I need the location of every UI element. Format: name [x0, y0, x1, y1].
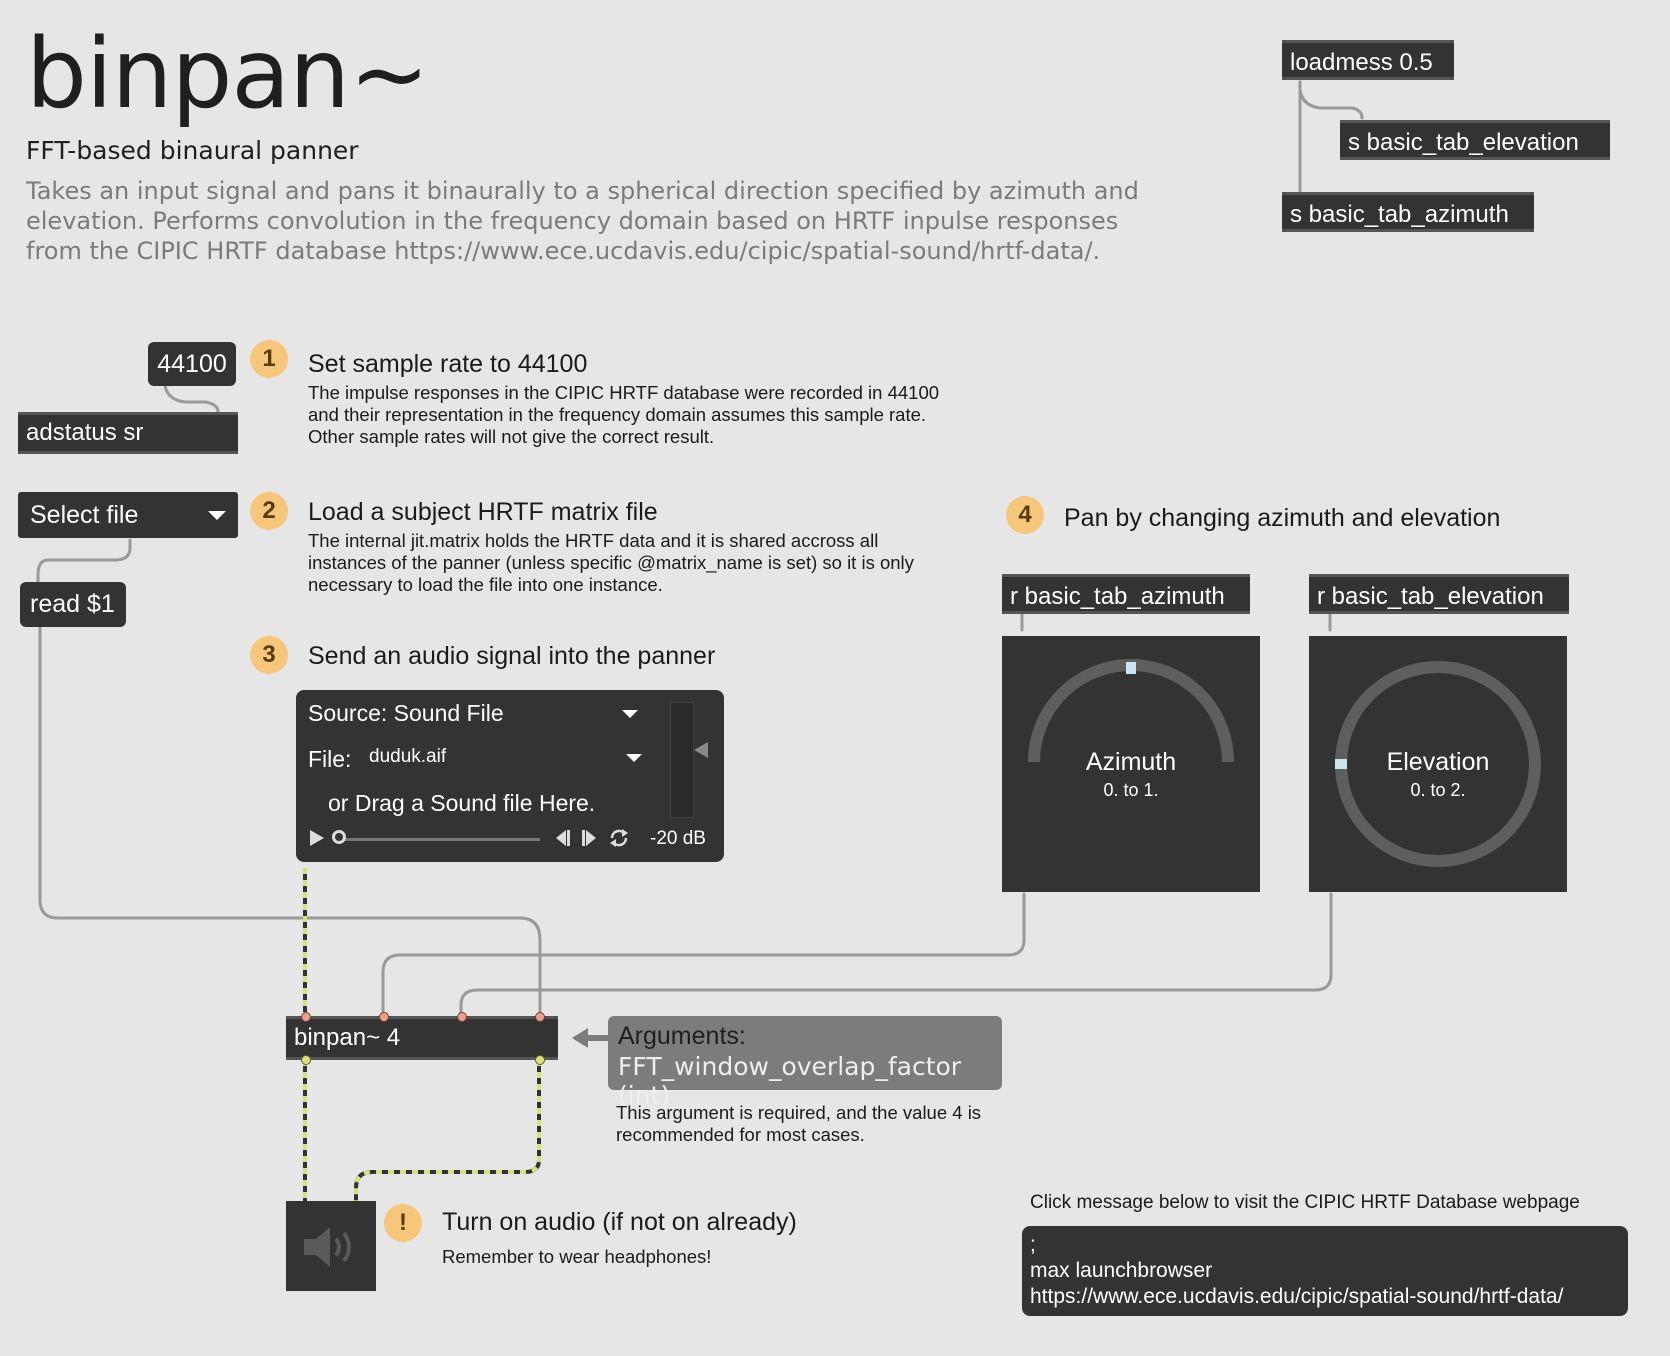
arguments-value: FFT_window_overlap_factor (int) [618, 1052, 962, 1110]
send-elevation-label: s basic_tab_elevation [1348, 129, 1579, 156]
binpan-inlet-1[interactable] [301, 1012, 311, 1022]
progress-track[interactable] [344, 838, 540, 841]
page-title: binpan~ [26, 18, 429, 130]
receive-azimuth-label: r basic_tab_azimuth [1010, 583, 1225, 610]
adstatus-object[interactable]: adstatus sr [18, 412, 238, 454]
step-4-badge: 4 [1006, 496, 1044, 534]
arrow-left-icon [572, 1028, 608, 1048]
chevron-down-icon [208, 511, 226, 520]
samplerate-message[interactable]: 44100 [148, 342, 236, 386]
sound-file-player[interactable]: Source: Sound File File: duduk.aif or Dr… [296, 690, 724, 862]
azimuth-dial-arc [1028, 659, 1234, 763]
skip-forward-icon[interactable] [580, 828, 600, 848]
step-2-badge: 2 [250, 492, 288, 530]
step-1-badge: 1 [250, 340, 288, 378]
file-selector[interactable]: duduk.aif [369, 746, 446, 768]
receive-azimuth-object[interactable]: r basic_tab_azimuth [1002, 574, 1250, 614]
elevation-dial[interactable]: Elevation 0. to 2. [1309, 636, 1567, 892]
audio-badge: ! [384, 1204, 422, 1242]
azimuth-range: 0. to 1. [1103, 780, 1159, 800]
loadmess-label: loadmess 0.5 [1290, 49, 1433, 76]
elevation-dial-arc [1335, 661, 1541, 867]
elevation-label: Elevation [1386, 748, 1490, 776]
step-4-title: Pan by changing azimuth and elevation [1064, 504, 1501, 532]
launch-line-3: https://www.ece.ucdavis.edu/cipic/spatia… [1030, 1285, 1564, 1308]
receive-elevation-label: r basic_tab_elevation [1317, 583, 1544, 610]
launchbrowser-message[interactable]: ; max launchbrowser https://www.ece.ucda… [1022, 1226, 1628, 1316]
binpan-label: binpan~ 4 [294, 1024, 401, 1051]
drag-hint: or Drag a Sound file Here. [328, 790, 596, 816]
launch-line-1: ; [1030, 1233, 1036, 1256]
read-message[interactable]: read $1 [20, 582, 126, 627]
step-1-title: Set sample rate to 44100 [308, 350, 588, 378]
audio-title: Turn on audio (if not on already) [442, 1208, 797, 1236]
arguments-note: This argument is required, and the value… [616, 1102, 982, 1145]
samplerate-message-label: 44100 [157, 350, 227, 378]
step-3-badge: 3 [250, 636, 288, 674]
receive-elevation-object[interactable]: r basic_tab_elevation [1309, 574, 1569, 614]
binpan-inlet-4[interactable] [535, 1012, 545, 1022]
web-caption: Click message below to visit the CIPIC H… [1030, 1192, 1580, 1213]
step-2-title: Load a subject HRTF matrix file [308, 498, 658, 526]
step-3-title: Send an audio signal into the panner [308, 642, 716, 670]
send-azimuth-label: s basic_tab_azimuth [1290, 201, 1509, 228]
binpan-object[interactable]: binpan~ 4 [286, 1016, 558, 1060]
audio-toggle[interactable] [286, 1201, 376, 1291]
send-azimuth-object[interactable]: s basic_tab_azimuth [1282, 192, 1534, 232]
binpan-inlet-2[interactable] [379, 1012, 389, 1022]
source-label: Source: Sound File [308, 700, 504, 726]
select-file-menu[interactable]: Select file [18, 492, 238, 538]
skip-back-icon[interactable] [552, 828, 572, 848]
binpan-outlet-left[interactable] [301, 1055, 311, 1065]
progress-knob[interactable] [332, 830, 346, 844]
launch-line-2: max launchbrowser [1030, 1259, 1213, 1282]
elevation-range: 0. to 2. [1410, 780, 1466, 800]
play-icon[interactable] [308, 828, 326, 848]
page-subtitle: FFT-based binaural panner [26, 136, 359, 165]
azimuth-label: Azimuth [1085, 748, 1177, 776]
page-description: Takes an input signal and pans it binaur… [26, 177, 1139, 265]
azimuth-dial[interactable]: Azimuth 0. to 1. [1002, 636, 1260, 892]
source-selector[interactable]: Source: Sound File [308, 700, 504, 727]
binpan-inlet-3[interactable] [457, 1012, 467, 1022]
level-meter [670, 702, 694, 818]
file-label: File: [308, 746, 352, 772]
arguments-box: Arguments: FFT_window_overlap_factor (in… [608, 1016, 1002, 1110]
gain-slider-handle[interactable] [694, 742, 708, 758]
audio-text: Remember to wear headphones! [442, 1246, 712, 1267]
send-elevation-object[interactable]: s basic_tab_elevation [1340, 120, 1610, 160]
adstatus-label: adstatus sr [26, 419, 144, 446]
speaker-icon [304, 1227, 351, 1267]
select-file-label: Select file [30, 501, 139, 529]
loadmess-object[interactable]: loadmess 0.5 [1282, 40, 1454, 80]
source-dropdown-icon[interactable] [622, 710, 638, 718]
step-2-text: The internal jit.matrix holds the HRTF d… [308, 530, 914, 595]
file-dropdown-icon[interactable] [626, 754, 642, 762]
volume-readout: -20 dB [650, 828, 706, 849]
binpan-outlet-right[interactable] [535, 1055, 545, 1065]
arguments-title: Arguments: [618, 1022, 746, 1050]
loop-icon[interactable] [608, 827, 630, 849]
file-name: duduk.aif [369, 746, 447, 767]
step-1-text: The impulse responses in the CIPIC HRTF … [308, 382, 940, 447]
read-message-label: read $1 [30, 590, 115, 618]
